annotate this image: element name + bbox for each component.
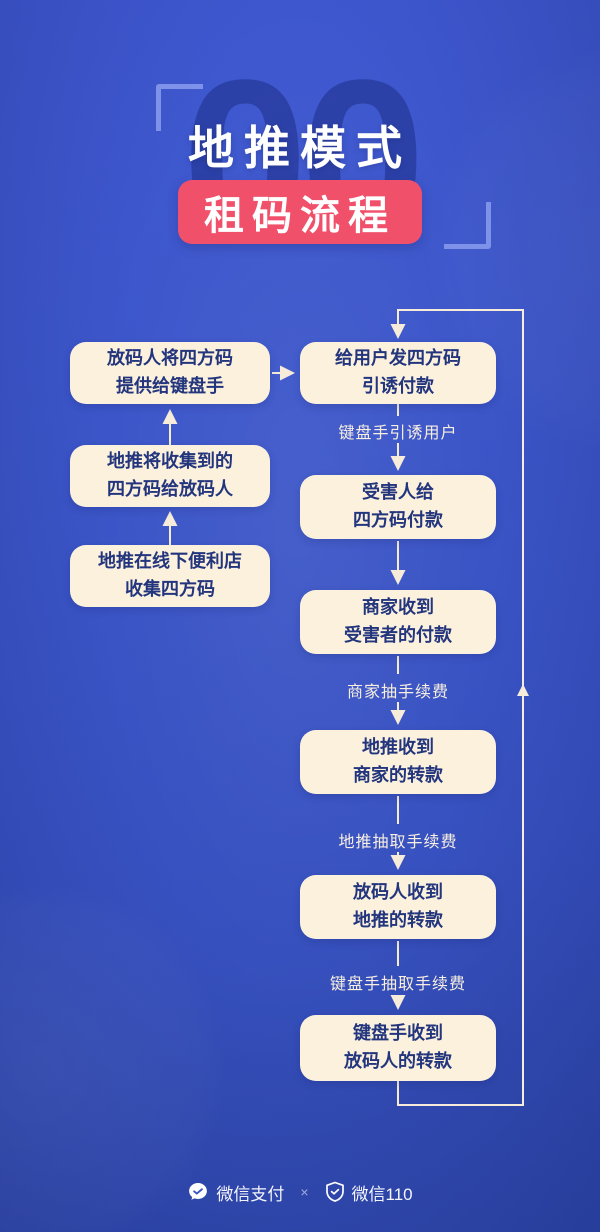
flow-box-collect-codes-offline: 地推在线下便利店 收集四方码: [70, 545, 270, 607]
wechat-110-brand: 微信110: [325, 1180, 413, 1205]
shield-icon: [325, 1181, 344, 1202]
flow-box-give-codes-to-distributor: 地推将收集到的 四方码给放码人: [70, 445, 270, 507]
flow-box-provide-codes-to-typist: 放码人将四方码 提供给键盘手: [70, 342, 270, 404]
flow-label-promoter-takes-fee: 地推抽取手续费: [338, 834, 458, 851]
flow-label-typist-lures-user: 键盘手引诱用户: [338, 425, 458, 442]
wechat-pay-brand: 微信支付: [187, 1180, 284, 1205]
flow-label-typist-takes-fee: 键盘手抽取手续费: [329, 976, 466, 993]
corner-bracket-top-left: [156, 84, 203, 131]
wechat-110-label: 微信110: [351, 1184, 413, 1204]
footer-separator: ×: [300, 1184, 309, 1200]
flow-label-merchant-takes-fee: 商家抽手续费: [346, 684, 449, 701]
title-block: 00 地推模式 租码流程: [0, 0, 600, 272]
wechat-pay-label: 微信支付: [216, 1184, 285, 1204]
flow-box-code-owner-receives-transfer: 放码人收到 地推的转款: [300, 875, 496, 939]
flow-box-send-codes-lure-payment: 给用户发四方码 引诱付款: [300, 342, 496, 404]
page-subtitle-badge: 租码流程: [178, 180, 422, 244]
flow-box-promoter-receives-transfer: 地推收到 商家的转款: [300, 730, 496, 794]
corner-bracket-bottom-right: [444, 202, 491, 249]
loop-up-arrowhead: [517, 684, 529, 696]
footer: 微信支付 × 微信110: [0, 1176, 600, 1208]
page-title: 地推模式: [188, 122, 412, 174]
flow-box-typist-receives-transfer: 键盘手收到 放码人的转款: [300, 1015, 496, 1081]
flow-box-merchant-receives-payment: 商家收到 受害者的付款: [300, 590, 496, 654]
wechat-pay-icon: [189, 1183, 208, 1200]
flow-box-victim-pays-code: 受害人给 四方码付款: [300, 475, 496, 539]
